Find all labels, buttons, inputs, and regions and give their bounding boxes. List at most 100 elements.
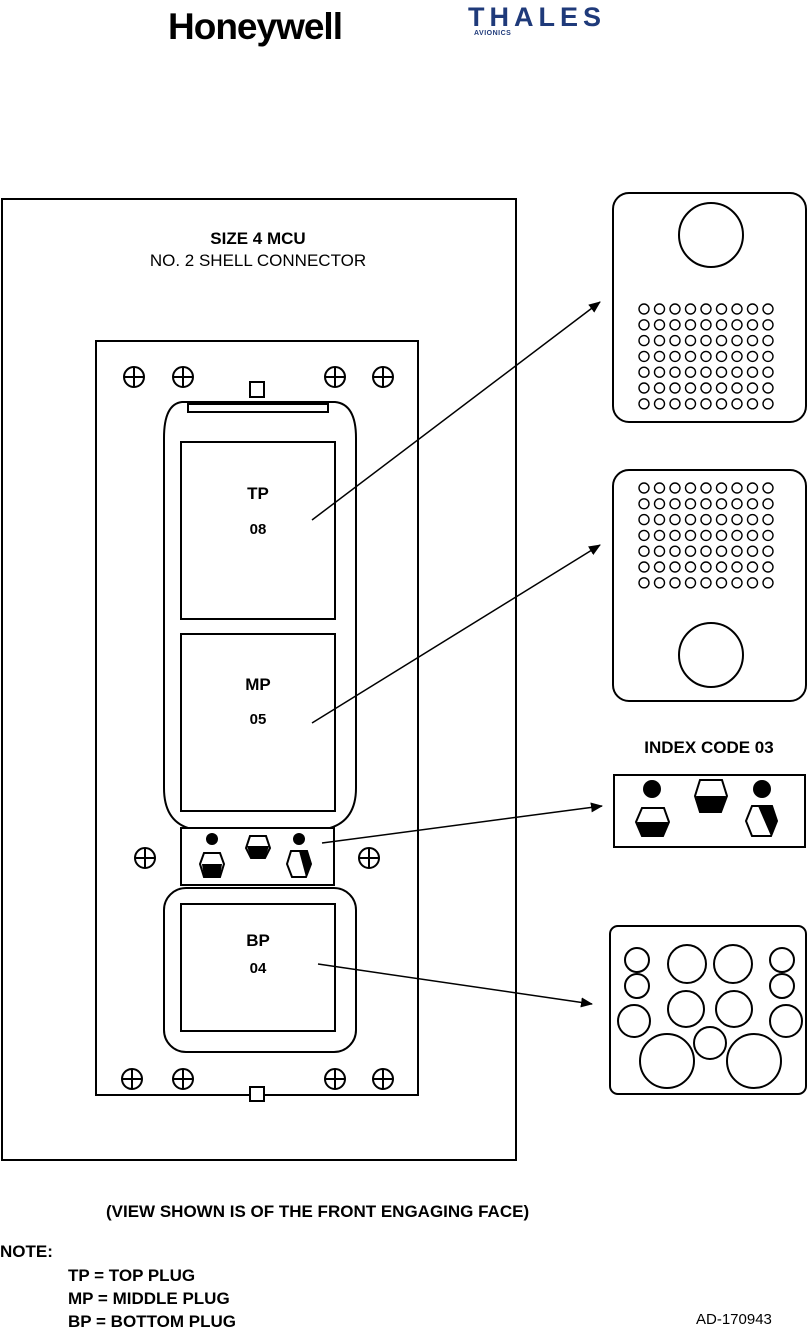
contact-pin: [655, 515, 665, 525]
contact-pin: [732, 383, 742, 393]
contact-pin: [670, 399, 680, 409]
contact-pin: [639, 515, 649, 525]
contact-pin: [686, 483, 696, 493]
contact-pin: [748, 578, 758, 588]
note-item: BP = BOTTOM PLUG: [68, 1312, 236, 1332]
contact-pin: [686, 546, 696, 556]
contact-pin: [732, 320, 742, 330]
contact-pin: [763, 530, 773, 540]
contact-pin: [763, 399, 773, 409]
contact-pin: [655, 399, 665, 409]
contact-pin: [748, 562, 758, 572]
contact-pin: [701, 546, 711, 556]
contact-pin: [732, 546, 742, 556]
contact-pin: [748, 499, 758, 509]
note-item: TP = TOP PLUG: [68, 1266, 195, 1286]
contact-pin: [701, 399, 711, 409]
contact-pin: [655, 562, 665, 572]
contact-pin: [701, 383, 711, 393]
contact-pin: [639, 336, 649, 346]
contact-pin: [763, 562, 773, 572]
top-key-square: [250, 382, 264, 397]
index-key-icon: [200, 833, 224, 877]
mp-code: 05: [218, 711, 298, 728]
contact-pin: [701, 320, 711, 330]
contact-pin: [748, 367, 758, 377]
contact-pin: [732, 499, 742, 509]
housing-top-strip: [188, 404, 328, 412]
contact-pin: [717, 304, 727, 314]
contact-pin: [686, 367, 696, 377]
contact-pin: [686, 320, 696, 330]
contact-pin: [670, 320, 680, 330]
contact-pin: [701, 562, 711, 572]
contact-pin: [670, 515, 680, 525]
screw-icon: [173, 1069, 193, 1089]
contact-pin: [732, 367, 742, 377]
contact-pin: [763, 383, 773, 393]
contact-pin: [686, 562, 696, 572]
contact-pin: [639, 483, 649, 493]
contact-pin: [748, 336, 758, 346]
contact-pin: [670, 499, 680, 509]
contact-pin: [763, 336, 773, 346]
contact-pin: [670, 562, 680, 572]
contact-pin: [670, 336, 680, 346]
bp-cavity-array: [618, 945, 802, 1088]
contact-pin: [701, 367, 711, 377]
contact-pin: [717, 562, 727, 572]
view-caption: (VIEW SHOWN IS OF THE FRONT ENGAGING FAC…: [106, 1202, 529, 1222]
contact-pin: [655, 483, 665, 493]
contact-pin: [763, 578, 773, 588]
tp-contact-array: [639, 304, 773, 409]
contact-pin: [717, 383, 727, 393]
contact-pin: [701, 351, 711, 361]
contact-pin: [717, 530, 727, 540]
contact-pin: [717, 515, 727, 525]
contact-pin: [701, 530, 711, 540]
contact-pin: [763, 351, 773, 361]
contact-pin: [639, 562, 649, 572]
contact-pin: [748, 399, 758, 409]
contact-pin: [639, 578, 649, 588]
document-id: AD-170943: [696, 1311, 772, 1328]
contact-pin: [655, 304, 665, 314]
contact-pin: [686, 383, 696, 393]
screw-icon: [325, 367, 345, 387]
contact-pin: [732, 399, 742, 409]
contact-pin: [717, 546, 727, 556]
contact-pin: [732, 351, 742, 361]
contact-pin: [717, 336, 727, 346]
contact-pin: [639, 530, 649, 540]
contact-pin: [732, 483, 742, 493]
index-key-icon: [695, 780, 727, 812]
tp-coax-cavity: [679, 203, 743, 267]
index-key-icon: [636, 780, 669, 836]
contact-pin: [639, 383, 649, 393]
index-key-icon: [287, 833, 311, 877]
mp-contact-array: [639, 483, 773, 588]
bp-code: 04: [218, 960, 298, 977]
contact-pin: [639, 399, 649, 409]
contact-pin: [670, 546, 680, 556]
contact-pin: [639, 546, 649, 556]
contact-pin: [686, 515, 696, 525]
contact-pin: [701, 336, 711, 346]
contact-pin: [670, 483, 680, 493]
contact-pin: [748, 515, 758, 525]
upper-insert-housing: [164, 402, 356, 828]
screw-icon: [122, 1069, 142, 1089]
tp-label: TP: [218, 484, 298, 504]
screw-icon: [124, 367, 144, 387]
contact-pin: [717, 320, 727, 330]
bp-detail-view: [610, 926, 806, 1094]
contact-pin: [717, 367, 727, 377]
contact-pin: [686, 530, 696, 540]
contact-pin: [717, 578, 727, 588]
contact-pin: [686, 351, 696, 361]
contact-pin: [748, 530, 758, 540]
contact-pin: [717, 499, 727, 509]
contact-pin: [763, 483, 773, 493]
contact-pin: [763, 320, 773, 330]
contact-pin: [686, 578, 696, 588]
